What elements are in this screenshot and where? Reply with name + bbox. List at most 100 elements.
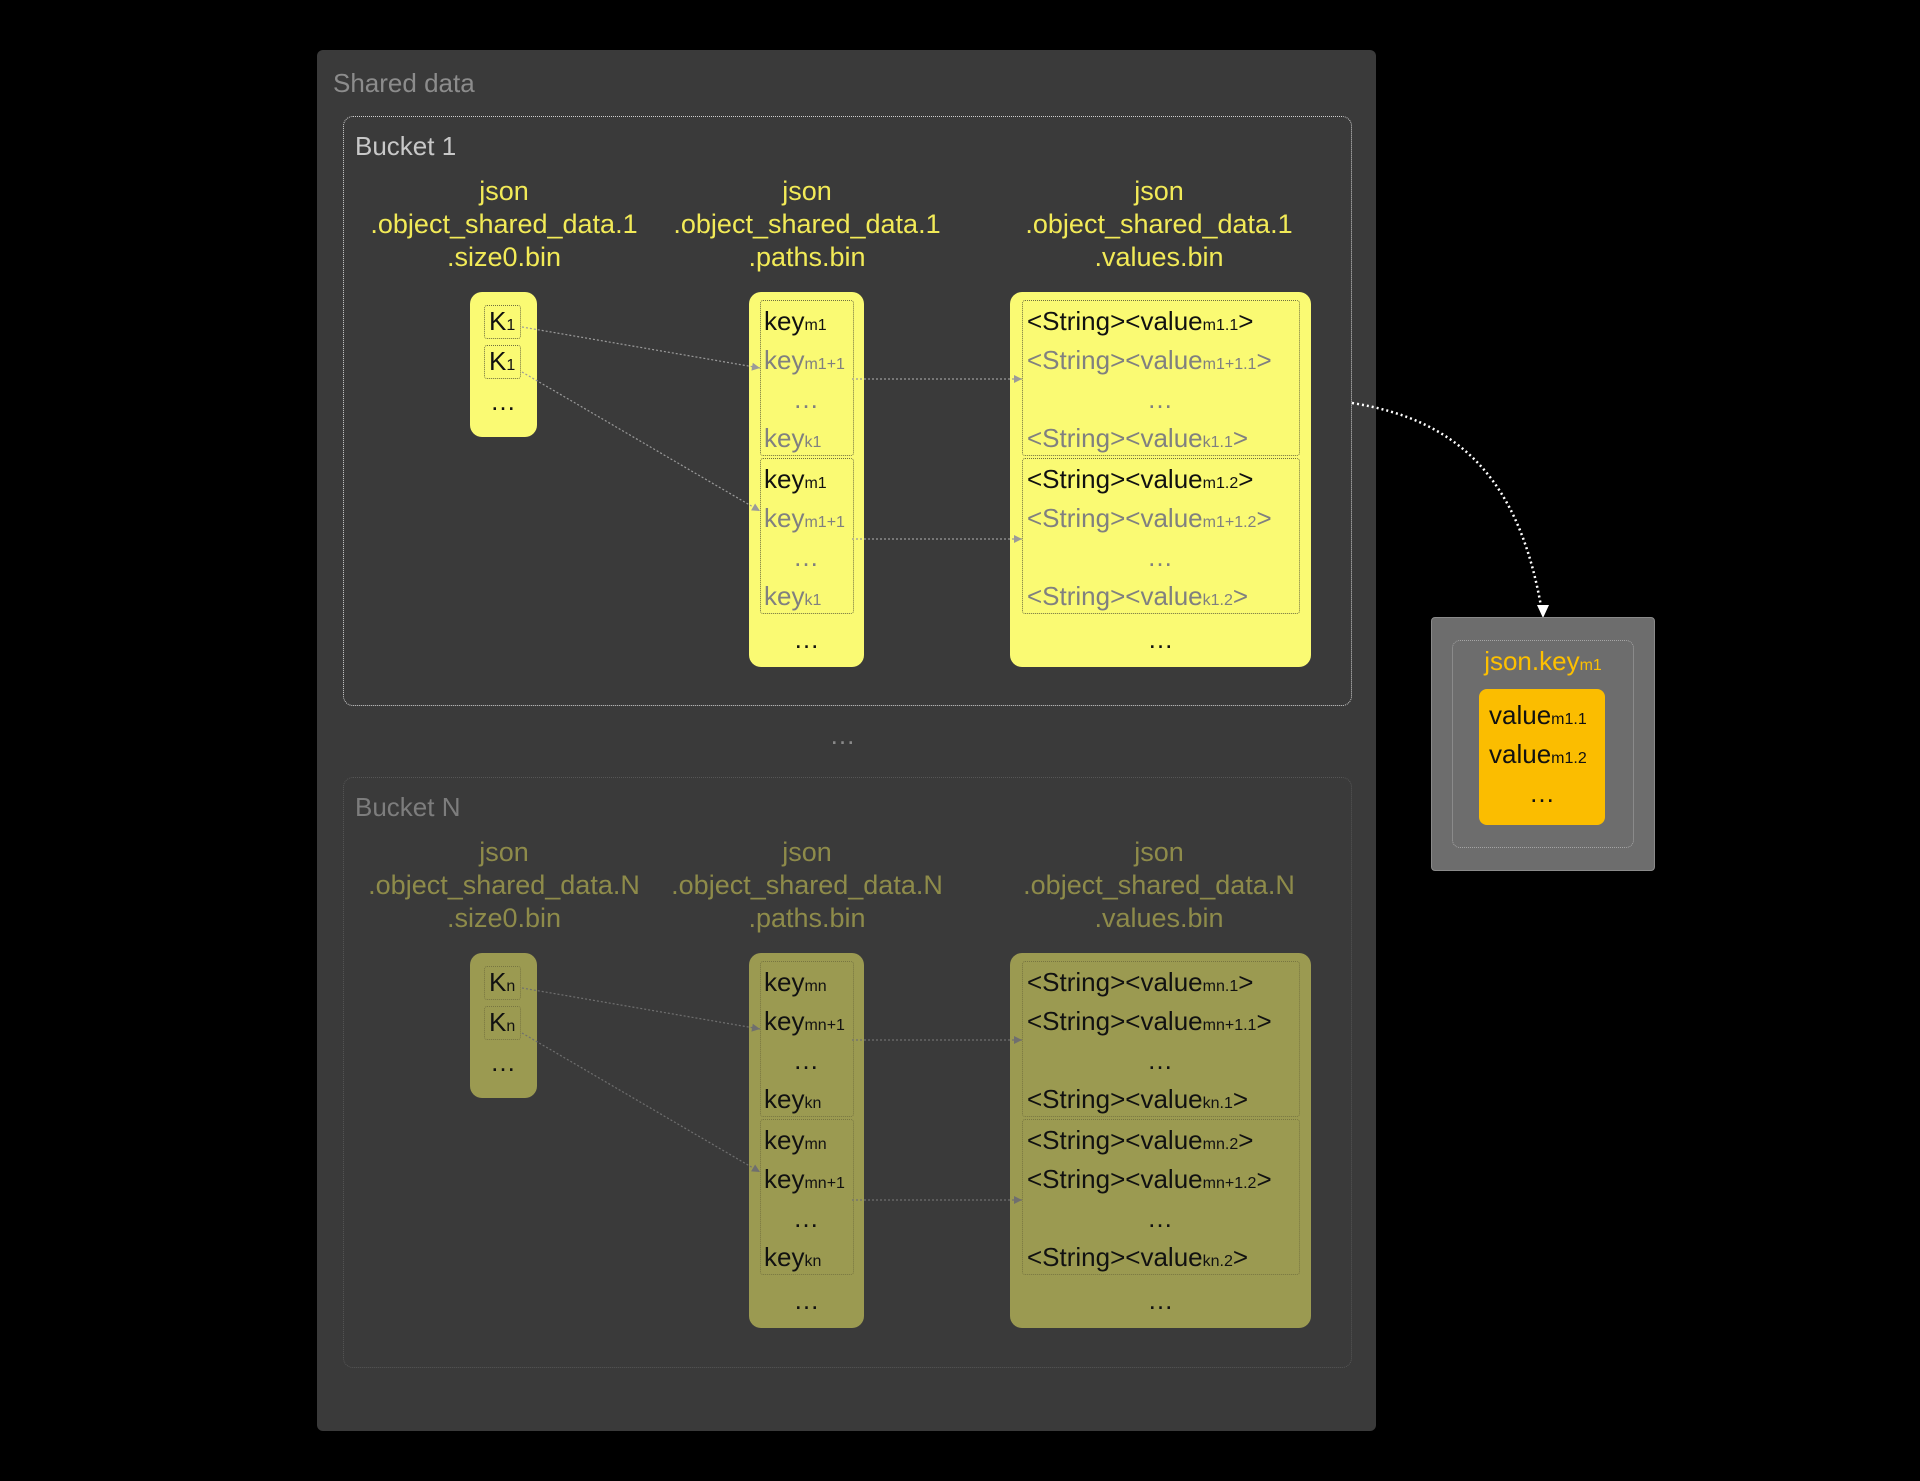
size0-file-label-line: json	[479, 837, 529, 867]
size0-entry: …	[490, 1047, 516, 1077]
paths-group	[760, 300, 854, 456]
path-key-cell: keym1	[764, 464, 827, 499]
paths-file-label-line: .paths.bin	[748, 242, 866, 272]
size0-entry: …	[490, 386, 516, 416]
values-trailing-ellipsis: …	[1147, 624, 1174, 654]
path-key-cell-subscript: kn	[804, 1253, 822, 1270]
size0-entry-subscript: n	[506, 1018, 516, 1035]
path-key-cell-text: key	[764, 1242, 805, 1272]
paths-column	[749, 292, 864, 667]
value-cell-text: <String><value	[1027, 423, 1203, 453]
paths-to-values-arrow-arrowhead	[1014, 1196, 1022, 1204]
values-file-label-line: json	[1134, 837, 1184, 867]
value-ellipsis-cell: …	[1022, 1203, 1298, 1233]
path-key-cell: keymn+1	[764, 1006, 845, 1041]
value-cell-text: <String><value	[1027, 1084, 1203, 1114]
bucket-n-frame	[343, 777, 1352, 1368]
paths-file-label-line: .object_shared_data.N	[671, 870, 943, 900]
path-key-cell: keykn	[764, 1242, 821, 1277]
size0-entry-text: K	[489, 346, 507, 376]
path-key-cell-text: key	[764, 967, 805, 997]
path-key-cell: keymn+1	[764, 1164, 845, 1199]
values-file-label-line: .object_shared_data.1	[1025, 209, 1293, 239]
size0-entry-text: K	[489, 306, 507, 336]
size0-entry-box	[484, 305, 521, 339]
path-ellipsis-cell: …	[760, 384, 852, 414]
size0-file-label: json.object_shared_data.1.size0.bin	[354, 175, 654, 274]
path-key-cell: keym1+1	[764, 345, 845, 380]
size0-entry-box	[484, 1006, 521, 1040]
size0-to-paths-arrow-arrowhead	[751, 1023, 760, 1032]
size0-entry: K1	[489, 346, 515, 381]
paths-trailing-ellipsis: …	[793, 1285, 820, 1315]
result-ellipsis-text: …	[1529, 778, 1555, 808]
result-values-box	[1479, 689, 1605, 825]
value-cell-close: >	[1238, 464, 1254, 494]
path-ellipsis-cell-text: …	[793, 542, 819, 572]
value-cell-close: >	[1238, 967, 1254, 997]
value-cell-text: <String><value	[1027, 1006, 1203, 1036]
path-key-cell: keymn	[764, 1125, 827, 1160]
size0-file-label-line: .object_shared_data.N	[368, 870, 640, 900]
value-ellipsis-cell: …	[1022, 384, 1298, 414]
path-key-cell-text: key	[764, 503, 805, 533]
size0-to-paths-arrow	[521, 371, 761, 512]
value-cell: <String><valuem1+1.1>	[1027, 345, 1272, 380]
path-key-cell: keykn	[764, 1084, 821, 1119]
values-group	[1022, 300, 1300, 456]
paths-to-values-arrow-arrowhead	[1014, 1036, 1022, 1044]
path-key-cell-subscript: m1	[804, 475, 827, 492]
size0-file-label: json.object_shared_data.N.size0.bin	[354, 836, 654, 935]
value-cell-subscript: m1.1	[1202, 317, 1239, 334]
result-value-subscript: m1.2	[1551, 750, 1587, 767]
path-key-cell: keyk1	[764, 423, 821, 458]
values-group	[1022, 1119, 1300, 1275]
value-cell-close: >	[1256, 1006, 1272, 1036]
value-cell-close: >	[1232, 1242, 1249, 1272]
values-column	[1010, 953, 1311, 1328]
value-ellipsis-cell: …	[1022, 1045, 1298, 1075]
path-key-cell: keym1	[764, 306, 827, 341]
size0-entry-text: …	[490, 1047, 516, 1077]
values-trailing-ellipsis: …	[1147, 1285, 1174, 1315]
paths-trailing-ellipsis: …	[793, 624, 820, 654]
values-group	[1022, 458, 1300, 614]
value-cell-subscript: m1.2	[1202, 475, 1239, 492]
value-ellipsis-cell-text: …	[1147, 384, 1173, 414]
value-cell-text: <String><value	[1027, 1164, 1203, 1194]
value-cell-subscript: m1+1.2	[1202, 514, 1257, 531]
paths-file-label: json.object_shared_data.N.paths.bin	[657, 836, 957, 935]
values-to-result-arrow	[1351, 401, 1544, 613]
size0-to-paths-arrow	[521, 326, 761, 369]
values-file-label: json.object_shared_data.1.values.bin	[1009, 175, 1309, 274]
size0-column	[470, 292, 537, 437]
size0-entry-box	[484, 966, 521, 1000]
values-group	[1022, 961, 1300, 1117]
path-key-cell: keym1+1	[764, 503, 845, 538]
bucket-title: Bucket 1	[355, 131, 457, 161]
path-key-cell: keyk1	[764, 581, 821, 616]
bucket-title: Bucket N	[355, 792, 461, 822]
value-cell-text: <String><value	[1027, 1242, 1203, 1272]
result-value: valuem1.2	[1489, 739, 1587, 774]
panel-title: Shared data	[333, 68, 475, 98]
value-cell-subscript: kn.1	[1202, 1095, 1233, 1112]
path-key-cell-subscript: m1+1	[804, 514, 845, 531]
values-file-label-line: .values.bin	[1094, 242, 1224, 272]
value-cell: <String><valuemn.2>	[1027, 1125, 1253, 1160]
size0-entry-text: K	[489, 967, 507, 997]
size0-column	[470, 953, 537, 1098]
path-ellipsis-cell: …	[760, 1203, 852, 1233]
size0-to-paths-arrow	[521, 987, 761, 1030]
size0-file-label-line: json	[479, 176, 529, 206]
paths-group	[760, 458, 854, 614]
value-ellipsis-cell-text: …	[1147, 1203, 1173, 1233]
path-key-cell-text: key	[764, 345, 805, 375]
value-cell-close: >	[1256, 1164, 1272, 1194]
result-ellipsis: …	[1479, 778, 1605, 808]
size0-to-paths-arrow-arrowhead	[751, 1164, 760, 1172]
path-key-cell-subscript: mn+1	[804, 1175, 845, 1192]
value-cell-close: >	[1232, 581, 1249, 611]
path-key-cell-subscript: k1	[804, 592, 822, 609]
value-cell-subscript: k1.1	[1202, 434, 1233, 451]
